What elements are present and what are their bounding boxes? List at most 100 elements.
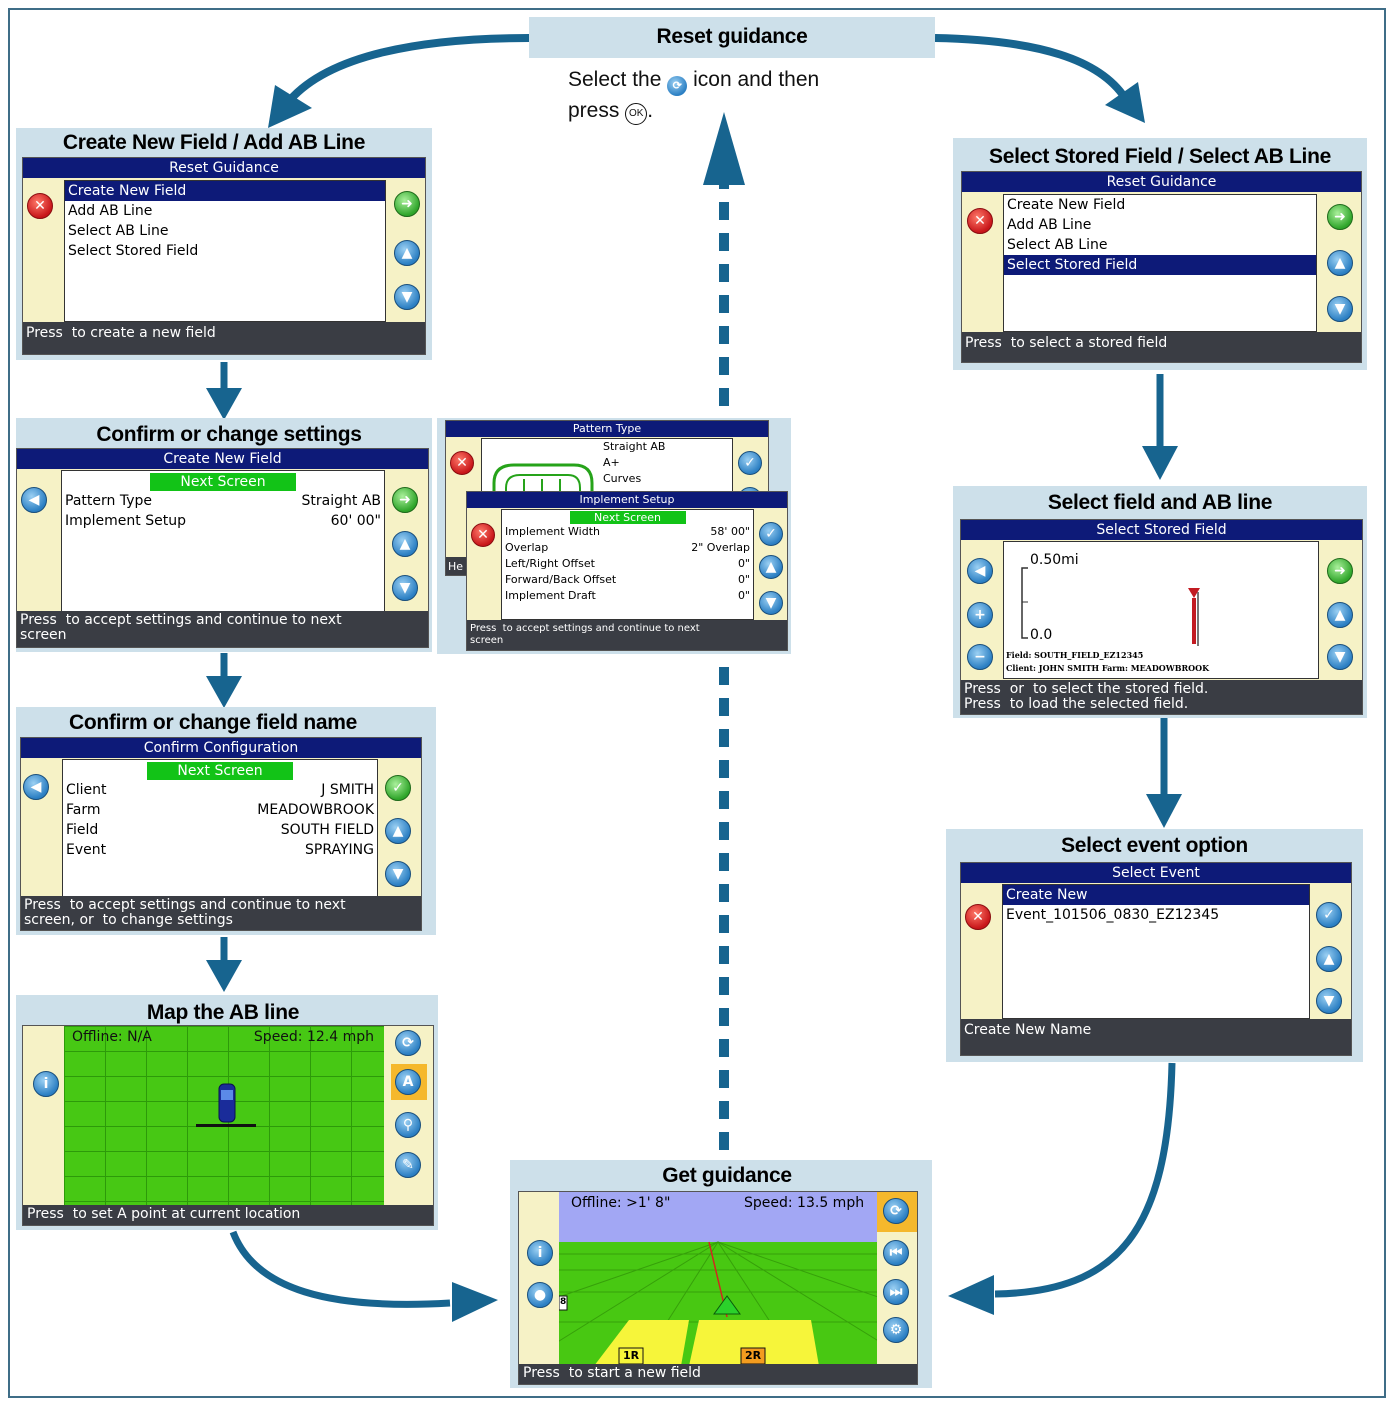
previous-swath-icon[interactable]: ⏮ (883, 1240, 909, 1266)
screen-header: Select Stored Field (961, 520, 1362, 540)
down-button[interactable]: ▼ (392, 575, 418, 601)
pattern-option-curves[interactable]: Curves (603, 472, 642, 485)
wrench-icon[interactable]: ✎ (395, 1152, 421, 1178)
next-screen-button[interactable]: Next Screen (569, 511, 686, 524)
panel-title: Confirm or change field name (69, 711, 357, 734)
edge-label: 8 (560, 1297, 567, 1307)
status-text: Press to set A point at current location (27, 1206, 301, 1222)
screen-header: Reset Guidance (962, 172, 1361, 192)
menu-item-select-stored-field[interactable]: Select Stored Field (68, 243, 199, 259)
ab-line-button[interactable]: A (395, 1069, 421, 1095)
up-button[interactable]: ▲ (392, 531, 418, 557)
pattern-option-straight-ab[interactable]: Straight AB (603, 440, 666, 453)
back-button[interactable]: ◀ (21, 487, 47, 513)
zoom-out-icon[interactable]: − (967, 644, 993, 670)
status-text: Create New Name (964, 1022, 1092, 1038)
panel-title: Select field and AB line (1047, 491, 1273, 514)
down-button[interactable]: ▼ (1327, 644, 1353, 670)
menu-item-add-ab-line[interactable]: Add AB Line (1007, 217, 1092, 233)
confirm-check-button[interactable]: ✓ (759, 522, 783, 546)
map-field-grid: Offline: N/A Speed: 12.4 mph (64, 1026, 384, 1207)
back-button[interactable]: ◀ (967, 558, 993, 584)
info-button[interactable]: i (527, 1240, 553, 1266)
back-button[interactable]: ◀ (23, 774, 49, 800)
next-arrow-button[interactable]: ➜ (392, 487, 418, 513)
event-item-create-new[interactable]: Create New (1003, 885, 1309, 905)
reset-icon[interactable]: ⟳ (883, 1198, 909, 1224)
next-arrow-button[interactable]: ➜ (394, 191, 420, 217)
cancel-button[interactable]: ✕ (27, 193, 53, 219)
pattern-option-a-plus[interactable]: A+ (603, 456, 620, 469)
guidance-3d-view (559, 1192, 877, 1366)
reset-guidance-banner: Reset guidance (529, 17, 935, 58)
cancel-button[interactable]: ✕ (967, 208, 993, 234)
down-button[interactable]: ▼ (394, 284, 420, 310)
cancel-button[interactable]: ✕ (450, 451, 474, 475)
zoom-icon[interactable]: ⚲ (395, 1112, 421, 1138)
screen-select-event: Select Event ✕ Create New Event_101506_0… (960, 862, 1352, 1056)
down-button[interactable]: ▼ (385, 861, 411, 887)
panel-map-ab-line: Map the AB line i Offline: N/A Speed: 12… (16, 995, 438, 1230)
cancel-button[interactable]: ✕ (471, 523, 495, 547)
setting-label: Implement Setup (65, 513, 186, 529)
next-arrow-button[interactable]: ➜ (1327, 558, 1353, 584)
menu-item-select-ab-line[interactable]: Select AB Line (1007, 237, 1108, 253)
event-item-existing[interactable]: Event_101506_0830_EZ12345 (1006, 907, 1220, 923)
confirm-check-button[interactable]: ✓ (385, 775, 411, 801)
up-button[interactable]: ▲ (1327, 250, 1353, 276)
panel-get-guidance: Get guidance i ● Offline: >1' 8" Speed: … (510, 1160, 932, 1388)
next-screen-button[interactable]: Next Screen (150, 473, 296, 491)
zoom-in-icon[interactable]: + (967, 602, 993, 628)
down-button[interactable]: ▼ (1316, 988, 1342, 1014)
config-label: Event (66, 842, 107, 858)
status-text-line-2: screen, or to change settings (24, 912, 233, 928)
down-button[interactable]: ▼ (1327, 296, 1353, 322)
menu-item-add-ab-line[interactable]: Add AB Line (68, 203, 153, 219)
status-text-line-2: screen (20, 627, 67, 643)
next-swath-icon[interactable]: ⏭ (883, 1279, 909, 1305)
confirm-check-button[interactable]: ✓ (738, 451, 762, 475)
swath-label-left: 1R (622, 1349, 640, 1362)
status-text-line-2: screen (470, 635, 504, 646)
setting-row-implement-setup[interactable]: Implement Setup 60' 00" (62, 511, 384, 531)
steering-icon[interactable]: ⚙ (883, 1317, 909, 1343)
screen-map-view: i Offline: N/A Speed: 12.4 mph ⟳ A ⚲ ✎ P… (22, 1025, 434, 1226)
menu-item-select-ab-line[interactable]: Select AB Line (68, 223, 169, 239)
field-preview-map: 0.50mi 0.0 Field: SOUTH_FIELD_EZ12345 Cl… (1003, 541, 1319, 679)
panel-title: Map the AB line (146, 1001, 300, 1024)
config-value: SOUTH FIELD (280, 822, 374, 838)
confirm-check-button[interactable]: ✓ (1316, 902, 1342, 928)
up-button[interactable]: ▲ (1327, 602, 1353, 628)
menu-item-select-stored-field[interactable]: Select Stored Field (1004, 255, 1316, 275)
down-button[interactable]: ▼ (759, 591, 783, 615)
reset-icon[interactable]: ⟳ (395, 1030, 421, 1056)
info-button[interactable]: i (33, 1071, 59, 1097)
up-button[interactable]: ▲ (759, 555, 783, 579)
implement-value: 0" (737, 589, 750, 602)
menu-item-create-new-field[interactable]: Create New Field (65, 181, 385, 201)
cancel-button[interactable]: ✕ (965, 904, 991, 930)
screen-header: Create New Field (17, 449, 428, 469)
up-button[interactable]: ▲ (394, 240, 420, 266)
next-arrow-button[interactable]: ➜ (1327, 204, 1353, 230)
vehicle-icon[interactable]: ● (527, 1282, 553, 1308)
next-screen-button[interactable]: Next Screen (147, 762, 293, 780)
up-button[interactable]: ▲ (1316, 946, 1342, 972)
config-label: Field (66, 822, 99, 838)
up-button[interactable]: ▲ (385, 818, 411, 844)
reset-icon: ⟳ (667, 76, 688, 96)
menu-item-create-new-field[interactable]: Create New Field (1007, 197, 1126, 213)
reset-caption: Select the ⟳ icon and then press OK. (568, 65, 819, 125)
config-row-field[interactable]: Field SOUTH FIELD (63, 820, 377, 840)
setting-value: 60' 00" (330, 513, 381, 529)
